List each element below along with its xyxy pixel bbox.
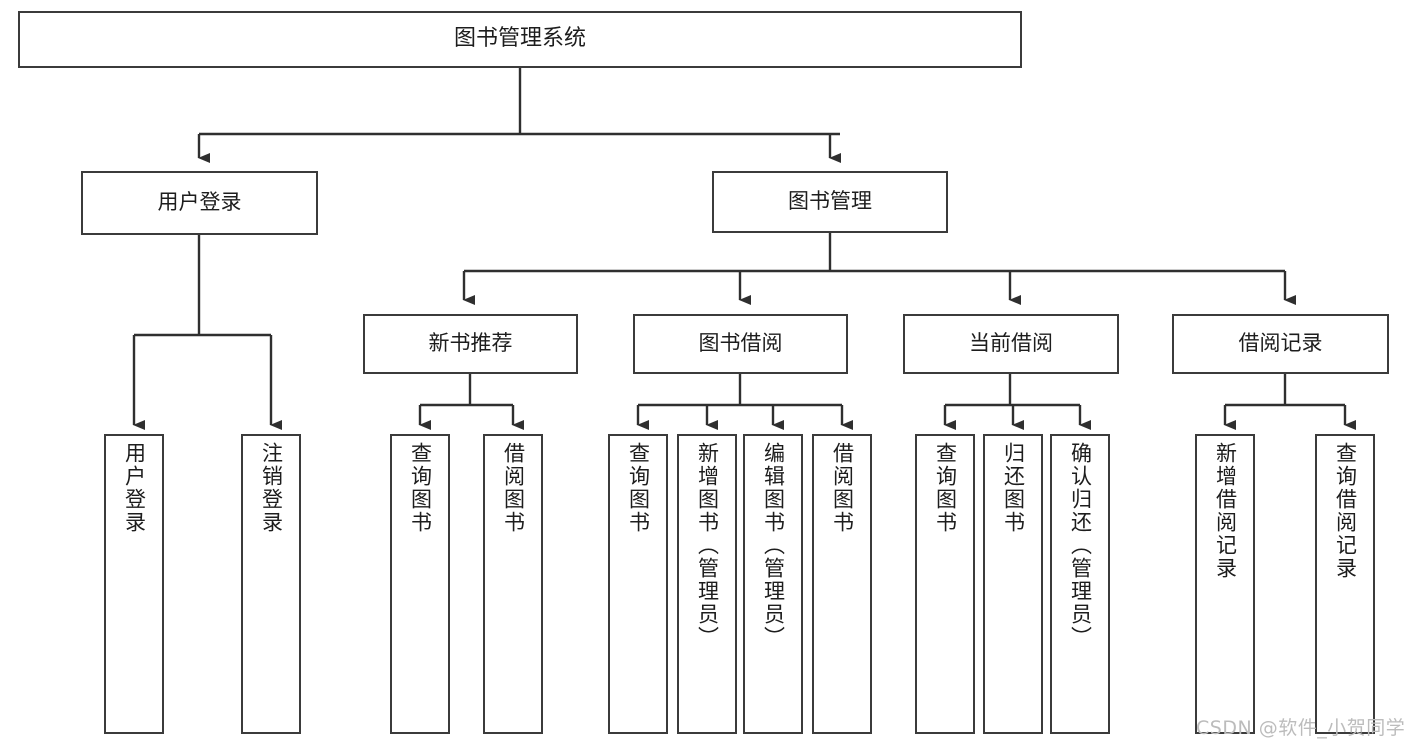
node-book-borrow-label: 图书借阅 xyxy=(698,331,783,356)
node-book-management-label: 图书管理 xyxy=(788,189,872,214)
leaf-currentborrow-return-book-label: 归还图书 xyxy=(1001,442,1026,534)
node-new-book-recommend-label: 新书推荐 xyxy=(428,331,513,356)
node-user-login-label: 用户登录 xyxy=(157,190,242,215)
node-root-system-label: 图书管理系统 xyxy=(453,26,586,52)
leaf-currentborrow-confirm-return-label: 确认归还（管理员） xyxy=(1068,442,1093,649)
leaf-borrowrecord-add-record[interactable]: 新增借阅记录 xyxy=(1195,434,1255,734)
node-current-borrow[interactable]: 当前借阅 xyxy=(903,314,1119,374)
leaf-borrowrecord-query-record[interactable]: 查询借阅记录 xyxy=(1315,434,1375,734)
leaf-currentborrow-query-book[interactable]: 查询图书 xyxy=(915,434,975,734)
leaf-user-login-label: 用户登录 xyxy=(122,442,147,534)
node-root-system[interactable]: 图书管理系统 xyxy=(18,11,1022,68)
node-book-borrow[interactable]: 图书借阅 xyxy=(633,314,848,374)
node-new-book-recommend[interactable]: 新书推荐 xyxy=(363,314,578,374)
leaf-currentborrow-query-book-label: 查询图书 xyxy=(933,442,958,534)
node-user-login[interactable]: 用户登录 xyxy=(81,171,318,235)
leaf-bookborrow-edit-book-label: 编辑图书（管理员） xyxy=(761,442,786,649)
leaf-bookborrow-borrow-book-label: 借阅图书 xyxy=(830,442,855,534)
leaf-newbook-query-book[interactable]: 查询图书 xyxy=(390,434,450,734)
csdn-watermark: CSDN @软件_小贺同学 xyxy=(1196,717,1405,739)
leaf-borrowrecord-query-record-label: 查询借阅记录 xyxy=(1333,442,1358,580)
leaf-currentborrow-return-book[interactable]: 归还图书 xyxy=(983,434,1043,734)
leaf-user-login[interactable]: 用户登录 xyxy=(104,434,164,734)
leaf-borrowrecord-add-record-label: 新增借阅记录 xyxy=(1213,442,1238,580)
leaf-bookborrow-add-book[interactable]: 新增图书（管理员） xyxy=(677,434,737,734)
leaf-newbook-query-book-label: 查询图书 xyxy=(408,442,433,534)
node-book-management[interactable]: 图书管理 xyxy=(712,171,948,233)
leaf-bookborrow-add-book-label: 新增图书（管理员） xyxy=(695,442,720,649)
leaf-bookborrow-query-book-label: 查询图书 xyxy=(626,442,651,534)
node-borrow-record-label: 借阅记录 xyxy=(1238,331,1323,356)
leaf-newbook-borrow-book[interactable]: 借阅图书 xyxy=(483,434,543,734)
leaf-bookborrow-query-book[interactable]: 查询图书 xyxy=(608,434,668,734)
leaf-currentborrow-confirm-return[interactable]: 确认归还（管理员） xyxy=(1050,434,1110,734)
node-current-borrow-label: 当前借阅 xyxy=(969,331,1053,356)
node-borrow-record[interactable]: 借阅记录 xyxy=(1172,314,1389,374)
leaf-logout-label: 注销登录 xyxy=(259,442,284,534)
leaf-bookborrow-borrow-book[interactable]: 借阅图书 xyxy=(812,434,872,734)
leaf-bookborrow-edit-book[interactable]: 编辑图书（管理员） xyxy=(743,434,803,734)
leaf-logout[interactable]: 注销登录 xyxy=(241,434,301,734)
leaf-newbook-borrow-book-label: 借阅图书 xyxy=(501,442,526,534)
